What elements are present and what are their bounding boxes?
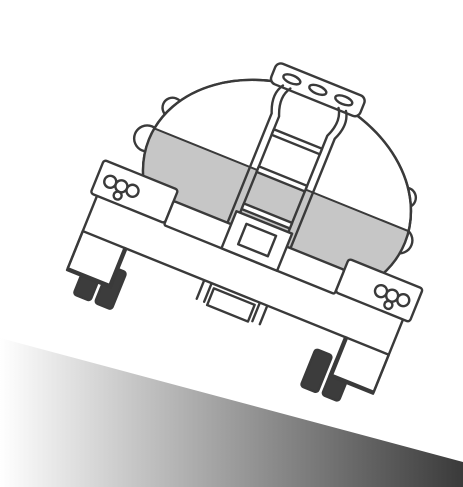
tanker-truck xyxy=(53,15,463,415)
slope-ground xyxy=(0,338,463,487)
